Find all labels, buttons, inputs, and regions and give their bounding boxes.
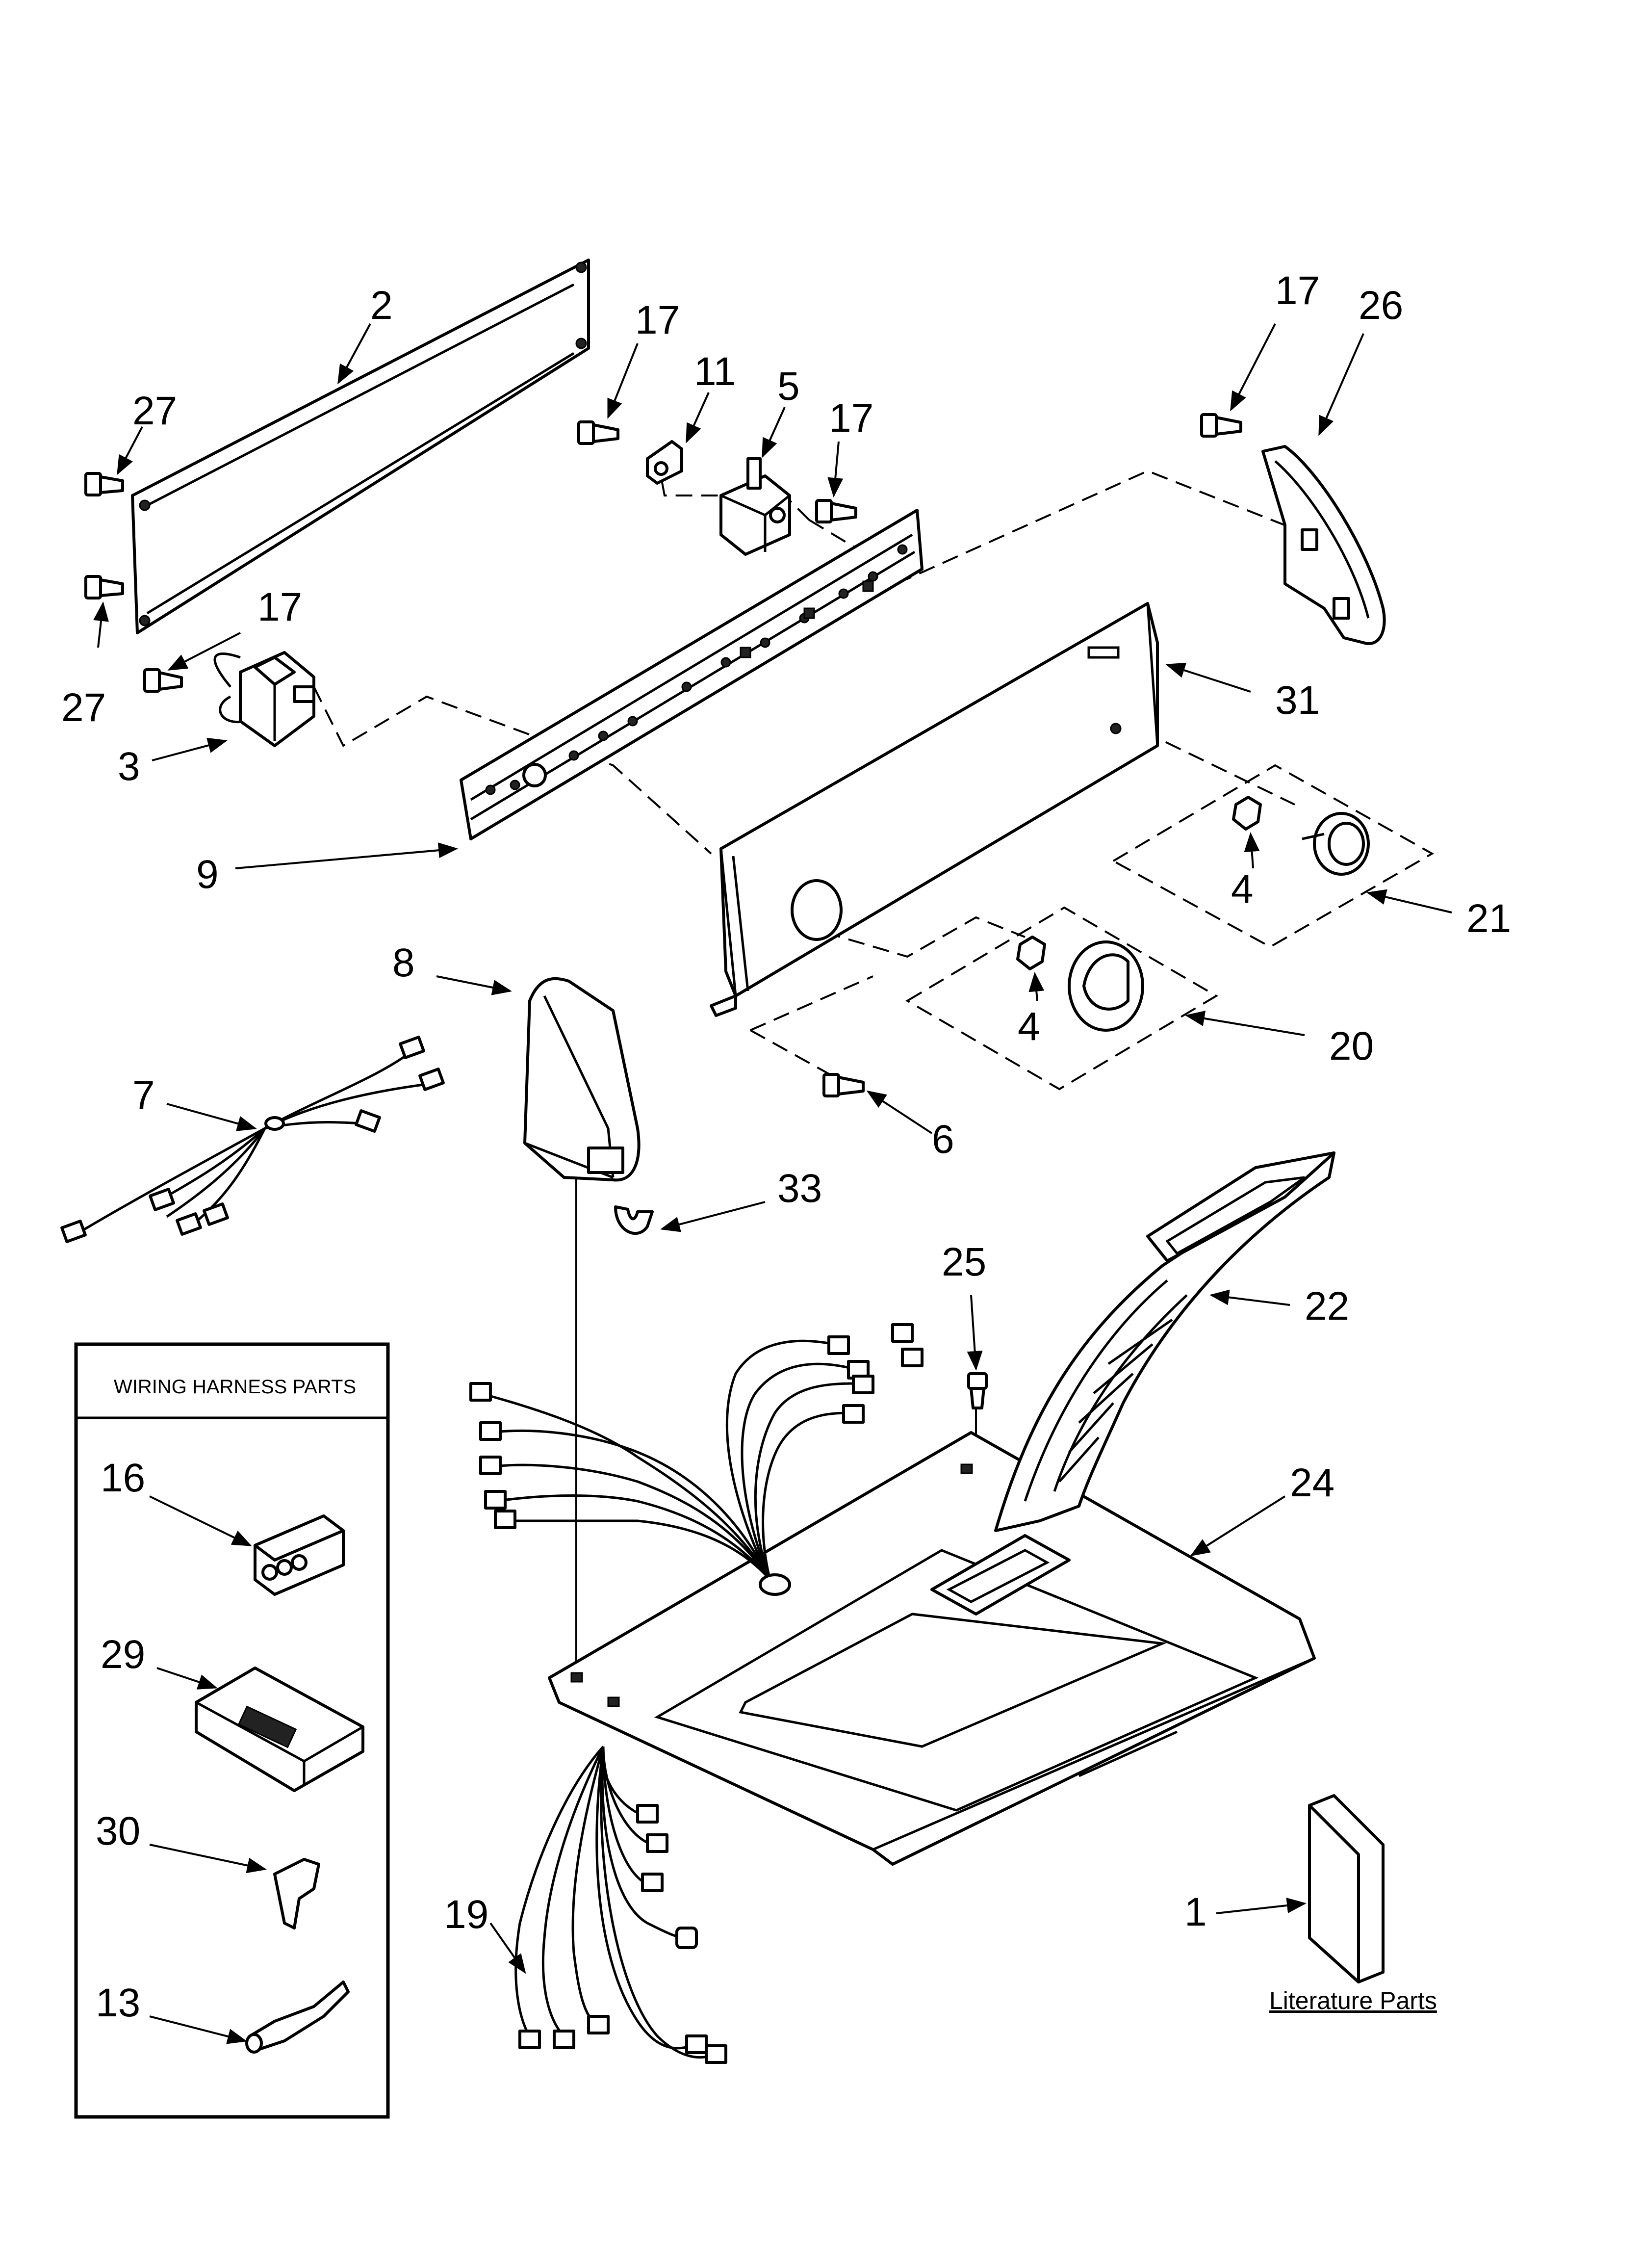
callout-25: 25: [942, 1240, 986, 1284]
part-24-top-panel: [548, 1431, 1316, 1866]
callout-11: 11: [694, 349, 736, 394]
part-22-lint-screen: [994, 1151, 1335, 1532]
callout-20: 20: [1329, 1024, 1374, 1069]
callout-24: 24: [1290, 1460, 1334, 1505]
callout-22: 22: [1305, 1284, 1349, 1329]
part-5-switch: [719, 457, 791, 556]
callout-17-a: 17: [635, 298, 680, 342]
screw-17d: [1200, 413, 1242, 438]
screw-17a: [577, 420, 619, 445]
part-20-knob: [1068, 940, 1144, 1032]
screw-17c: [143, 668, 183, 693]
part-8-end-cap: [523, 977, 641, 1182]
part-11-clip: [646, 440, 683, 485]
callout-labels: 2 27 27 17 11 5 17 17 26 17 3 31 9 4 21 …: [61, 268, 1511, 2025]
part-6-screw: [822, 1073, 865, 1097]
callout-4-a: 4: [1231, 867, 1254, 912]
part-33-clip: [614, 1205, 654, 1235]
part-9-control-bracket: [460, 509, 924, 840]
callout-21: 21: [1466, 896, 1511, 941]
leaders: [93, 323, 1452, 2044]
callout-17-c: 17: [257, 585, 302, 629]
callout-3: 3: [118, 744, 140, 789]
wiring-box-title: WIRING HARNESS PARTS: [114, 1376, 356, 1398]
part-2-rear-panel: [131, 259, 590, 634]
callout-26: 26: [1359, 283, 1403, 328]
part-19-harness: [514, 1746, 727, 2064]
callout-19: 19: [444, 1892, 488, 1937]
callout-7: 7: [132, 1073, 155, 1118]
callout-17-d: 17: [1275, 268, 1320, 313]
part-1-literature: [1308, 1794, 1385, 1983]
callout-13: 13: [96, 1981, 140, 2025]
callout-30: 30: [96, 1809, 140, 1853]
part-4-clip-a: [1232, 796, 1262, 831]
screw-17b: [815, 499, 857, 523]
callout-1: 1: [1184, 1890, 1207, 1934]
wiring-harness-box: [74, 1342, 390, 2119]
screw-27b: [84, 575, 124, 600]
part-16-connector: [254, 1514, 345, 1596]
screw-27a: [84, 472, 124, 496]
callout-2: 2: [370, 283, 393, 328]
part-4-clip-b: [1016, 936, 1046, 970]
part-25-screw: [967, 1372, 988, 1409]
callout-31: 31: [1275, 678, 1320, 723]
part-3-switch: [213, 651, 315, 747]
callout-5: 5: [777, 364, 800, 409]
part-21-knob: [1302, 812, 1370, 876]
part-top-harness: [469, 1323, 924, 1596]
part-7-wire-harness: [60, 1036, 445, 1243]
callout-4-b: 4: [1018, 1004, 1040, 1049]
callout-33: 33: [777, 1166, 822, 1211]
part-26-end-cap: [1261, 445, 1386, 645]
callout-16: 16: [101, 1456, 145, 1500]
part-30-clip: [273, 1858, 320, 1929]
callout-17-b: 17: [829, 396, 873, 441]
part-31-console: [710, 602, 1159, 1017]
part-29-connector-block: [195, 1667, 364, 1792]
callout-6: 6: [932, 1117, 954, 1162]
callout-9: 9: [196, 852, 219, 897]
literature-label: Literature Parts: [1269, 1987, 1437, 2014]
callout-29: 29: [101, 1632, 145, 1677]
callout-8: 8: [392, 940, 415, 985]
callout-27-a: 27: [132, 389, 177, 433]
callout-27-b: 27: [61, 685, 106, 730]
part-13-terminal: [245, 1981, 350, 2054]
